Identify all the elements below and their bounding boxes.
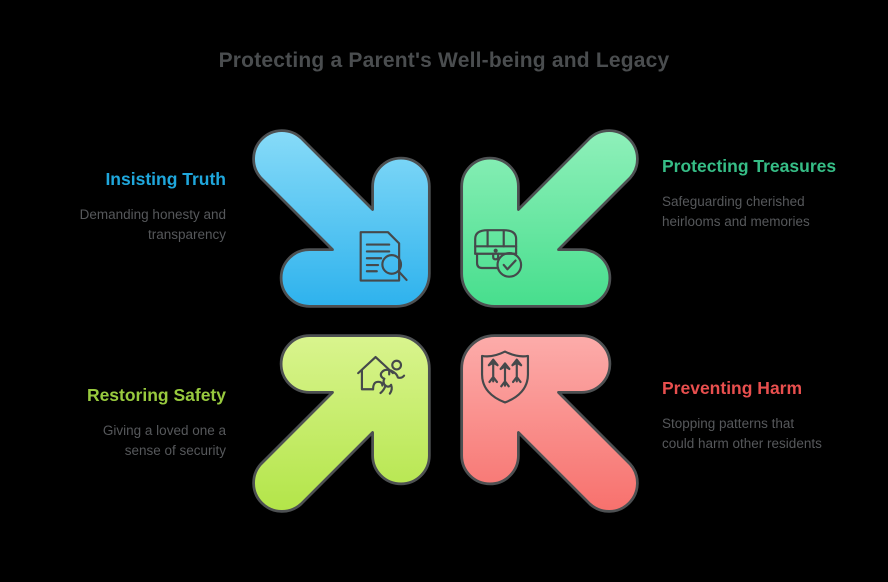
- document-search-icon: [359, 231, 408, 282]
- arrow-protecting-treasures: [458, 127, 641, 310]
- arrow-insisting-truth: [250, 127, 433, 310]
- treasure-chest-check-icon: [474, 229, 523, 278]
- house-person-icon: [357, 355, 406, 395]
- label-block-insisting-truth: Insisting Truth Demanding honesty and tr…: [20, 168, 226, 245]
- arrow-preventing-harm: [458, 332, 641, 515]
- quadrant-heading: Restoring Safety: [86, 385, 226, 405]
- label-block-restoring-safety: Restoring Safety Giving a loved one a se…: [20, 384, 226, 461]
- quadrant-description: Demanding honesty and transparency: [79, 206, 226, 242]
- quadrant-description: Stopping patterns that could harm other …: [662, 415, 822, 451]
- quadrant-heading: Preventing Harm: [662, 378, 803, 398]
- label-block-protecting-treasures: Protecting Treasures Safeguarding cheris…: [662, 155, 844, 232]
- arrow-up-right-shape: [252, 334, 431, 513]
- quadrant-description: Safeguarding cherished heirlooms and mem…: [662, 193, 810, 229]
- shield-arrows-icon: [480, 350, 530, 404]
- arrow-down-right-shape: [252, 129, 431, 308]
- page-title: Protecting a Parent's Well-being and Leg…: [218, 49, 670, 72]
- quadrant-description: Giving a loved one a sense of security: [102, 422, 226, 458]
- arrow-down-left-shape: [460, 129, 639, 308]
- quadrant-heading: Insisting Truth: [105, 169, 226, 189]
- quadrant-heading: Protecting Treasures: [662, 156, 837, 176]
- label-block-preventing-harm: Preventing Harm Stopping patterns that c…: [662, 377, 844, 454]
- arrow-restoring-safety: [250, 332, 433, 515]
